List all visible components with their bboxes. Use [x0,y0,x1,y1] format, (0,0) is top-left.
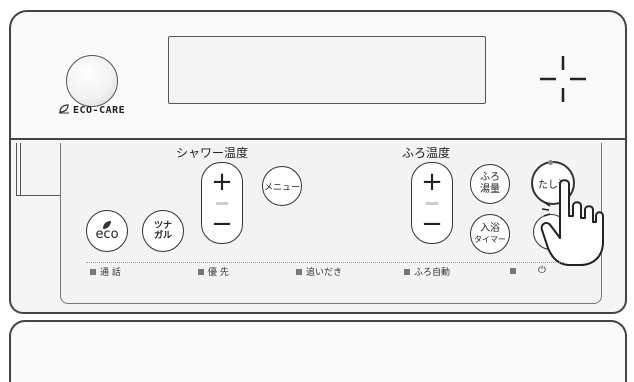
indicator-tsuwa-label: 通 話 [100,268,121,278]
eco-label: eco [95,227,119,242]
lcd-display [168,36,486,104]
leaf-icon [59,104,69,114]
crosshair-icon [540,56,586,102]
hand-pointer-icon [540,179,604,266]
indicator-power: ⏻ [510,265,546,276]
side-groove [16,143,17,195]
indicator-oidaki: 追いだき [296,265,342,278]
bath-level-indicator [426,202,438,205]
furo-yuryo-label-1: ふろ [480,172,500,183]
menu-label: メニュー [263,182,300,193]
indicator-yusen-label: 優 先 [208,268,229,278]
power-icon: ⏻ [538,265,546,276]
side-groove-inner [20,143,21,195]
tsunagaru-label-1: ツナ [153,221,172,231]
bath-temp-label: ふろ温度 [402,146,451,160]
sensor-knob [66,55,118,107]
tsunagaru-label-2: ガル [153,231,172,241]
bath-temp-down-button[interactable]: − [421,209,443,239]
indicator-lamp [198,268,204,275]
side-step [16,195,60,196]
nyuyoku-timer-button[interactable]: 入浴 タイマー [470,214,510,254]
bottom-unit [9,320,627,382]
tashiyu-label: たし湯 [538,179,568,191]
leaf-icon [103,221,111,229]
indicator-furo-jido-label: ふろ自動 [414,268,451,278]
eco-care-label: ECO-CARE [58,104,125,116]
control-panel [60,143,602,304]
bath-temp-up-button[interactable]: + [421,167,443,197]
shower-temp-label: シャワー温度 [176,146,249,160]
shower-temp-stepper: + − [201,162,243,244]
nyuyoku-label-2: タイマー [474,235,506,244]
indicator-tsuwa: 通 話 [90,265,121,278]
bath-temp-stepper: + − [411,162,453,244]
panel-divider [9,138,626,140]
indicator-yusen: 優 先 [198,265,229,278]
tsunagaru-button[interactable]: ツナ ガル [142,210,184,252]
indicator-lamp [404,268,410,275]
eco-button[interactable]: eco [86,210,128,252]
tashiyu-lamp [548,160,553,165]
furo-yuryo-button[interactable]: ふろ 湯量 [470,164,510,204]
shower-temp-up-button[interactable]: + [211,167,233,197]
menu-button[interactable]: メニュー [262,166,302,206]
dotted-separator [86,262,564,263]
shower-level-indicator [216,202,228,205]
shower-temp-down-button[interactable]: − [211,209,233,239]
indicator-furo-jido: ふろ自動 [404,265,450,278]
indicator-lamp [90,268,96,275]
indicator-oidaki-label: 追いだき [306,268,343,278]
indicator-lamp [510,267,516,274]
indicator-lamp [296,268,302,275]
nyuyoku-label-1: 入浴 [480,223,500,234]
furo-yuryo-label-2: 湯量 [480,184,500,195]
